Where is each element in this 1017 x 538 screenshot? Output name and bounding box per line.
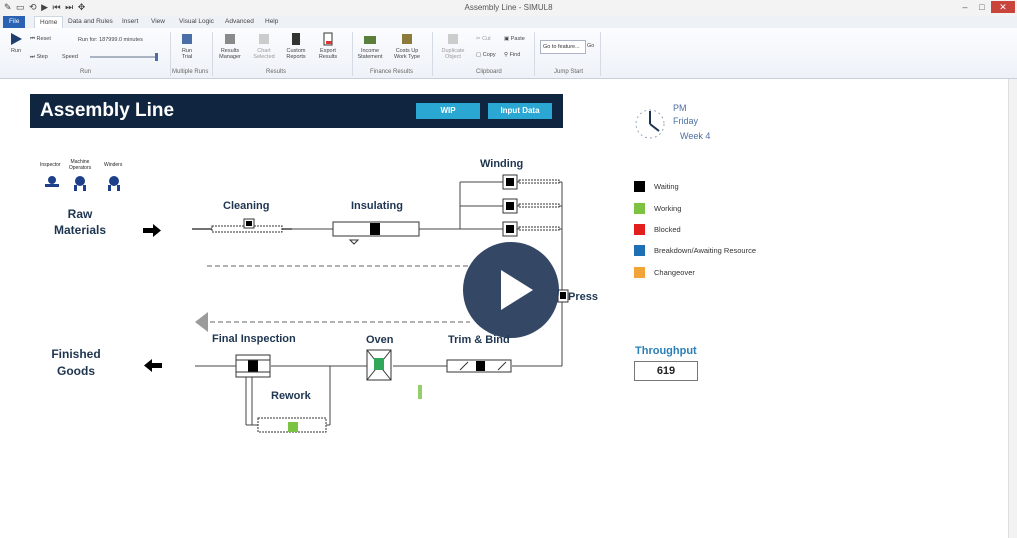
results-manager-button[interactable]: Results Manager <box>216 32 244 60</box>
winding-label: Winding <box>480 158 524 170</box>
input-data-button[interactable]: Input Data <box>488 103 552 119</box>
costs-icon <box>402 34 412 44</box>
clock-ampm: PM <box>673 103 687 113</box>
costs-button[interactable]: Costs Up Work Type <box>392 32 422 60</box>
trial-icon <box>182 34 192 44</box>
custom-reports-icon <box>292 33 300 45</box>
maximize-icon[interactable]: □ <box>979 2 985 12</box>
group-label-results: Results <box>266 69 287 75</box>
play-triangle-icon <box>501 270 533 310</box>
custom-reports-button[interactable]: Custom Reports <box>282 32 310 60</box>
chart-icon <box>259 34 269 44</box>
tab-visual-logic[interactable]: Visual Logic <box>179 18 214 25</box>
cleaning-label: Cleaning <box>223 200 270 212</box>
tab-data-and-rules[interactable]: Data and Rules <box>68 18 113 25</box>
tab-help[interactable]: Help <box>265 18 279 25</box>
tab-file[interactable]: File <box>3 16 26 28</box>
reset-button[interactable]: ⏮ Reset <box>30 36 51 42</box>
clock-week: Week 4 <box>680 131 711 141</box>
tab-view[interactable]: View <box>151 18 165 25</box>
trim-bind-label: Trim & Bind <box>448 334 510 346</box>
speed-slider[interactable] <box>90 53 158 61</box>
export-icon <box>323 32 333 46</box>
speed-slider-thumb[interactable] <box>155 53 158 61</box>
legend-swatch-4 <box>634 267 645 278</box>
legend-swatch-2 <box>634 224 645 235</box>
inspector-icon <box>45 176 59 187</box>
clock-day: Friday <box>673 116 699 126</box>
press-label: Press <box>568 291 598 303</box>
clock-icon <box>635 109 665 139</box>
group-label-multiple-runs: Multiple Runs <box>172 69 209 75</box>
close-icon[interactable]: ✕ <box>991 1 1015 13</box>
play-icon <box>11 33 22 45</box>
winder-icon <box>108 176 120 191</box>
ribbon: Run ⏮ Reset ⏭ Step Speed Run for: 187999… <box>0 28 1017 79</box>
vertical-scrollbar[interactable] <box>1008 79 1017 538</box>
go-to-feature-input[interactable]: Go to feature... <box>540 40 586 54</box>
input-arrow <box>143 224 161 237</box>
legend-label-4: Changeover <box>654 268 695 277</box>
results-manager-icon <box>225 34 235 44</box>
resource-winders-label: Winders <box>104 162 123 168</box>
group-label-jump-start: Jump Start <box>554 69 584 75</box>
chart-selected-button[interactable]: Chart Selected <box>250 32 278 60</box>
legend-label-1: Working <box>654 204 682 213</box>
duplicate-button[interactable]: Duplicate Object <box>438 32 468 60</box>
group-label-finance: Finance Results <box>370 69 414 75</box>
find-button[interactable]: ⚲ Find <box>504 52 521 58</box>
tab-home[interactable]: Home <box>34 16 64 29</box>
resource-inspector-label: Inspector <box>40 162 61 168</box>
resource-icons[interactable] <box>40 175 130 193</box>
tab-insert[interactable]: Insert <box>122 18 139 25</box>
final-inspection-label: Final Inspection <box>212 333 296 345</box>
legend-label-2: Blocked <box>654 225 681 234</box>
money-icon <box>364 36 376 44</box>
legend-swatch-0 <box>634 181 645 192</box>
insulating-label: Insulating <box>351 200 403 212</box>
wip-button[interactable]: WIP <box>416 103 480 119</box>
group-label-run: Run <box>80 69 92 75</box>
finished-goods-label: Finished Goods <box>51 347 101 378</box>
operator-icon <box>74 176 86 191</box>
legend-swatch-1 <box>634 203 645 214</box>
ribbon-tabs: File Home Data and Rules Insert View Vis… <box>0 16 1017 29</box>
raw-materials-label: Raw Materials <box>53 207 107 237</box>
paste-button[interactable]: ▣ Paste <box>504 36 525 42</box>
window-title: Assembly Line - SIMUL8 <box>464 3 553 12</box>
run-for-text: Run for: 187999.0 minutes <box>78 37 143 43</box>
income-statement-button[interactable]: Income Statement <box>356 32 384 60</box>
copy-button[interactable]: ▢ Copy <box>476 52 496 58</box>
cut-button[interactable]: ✂ Cut <box>476 36 491 42</box>
output-arrow <box>144 359 162 372</box>
tab-advanced[interactable]: Advanced <box>225 18 254 25</box>
run-button[interactable]: Run <box>6 32 26 54</box>
minimize-icon[interactable]: – <box>962 2 968 12</box>
export-results-button[interactable]: Export Results <box>314 32 342 60</box>
speed-label: Speed <box>62 54 78 60</box>
step-button[interactable]: ⏭ Step <box>30 54 48 60</box>
legend-swatch-3 <box>634 245 645 256</box>
duplicate-icon <box>448 34 458 44</box>
return-arrow-icon <box>195 312 208 332</box>
legend-label-0: Waiting <box>654 182 679 191</box>
rework-label: Rework <box>271 390 311 402</box>
video-play-button[interactable] <box>463 242 559 338</box>
group-label-clipboard: Clipboard <box>476 69 502 75</box>
oven-label: Oven <box>366 334 394 346</box>
throughput-value: 619 <box>634 361 698 381</box>
quick-access-toolbar[interactable]: ✎ ▭ ⟲ ▶ ⏮ ⏭ ✥ <box>4 2 87 12</box>
resource-operators-label: Machine Operators <box>68 159 92 171</box>
page-title: Assembly Line <box>40 100 175 121</box>
go-button[interactable]: Go <box>587 43 595 49</box>
throughput-label: Throughput <box>635 345 697 357</box>
legend-label-3: Breakdown/Awaiting Resource <box>654 246 757 255</box>
